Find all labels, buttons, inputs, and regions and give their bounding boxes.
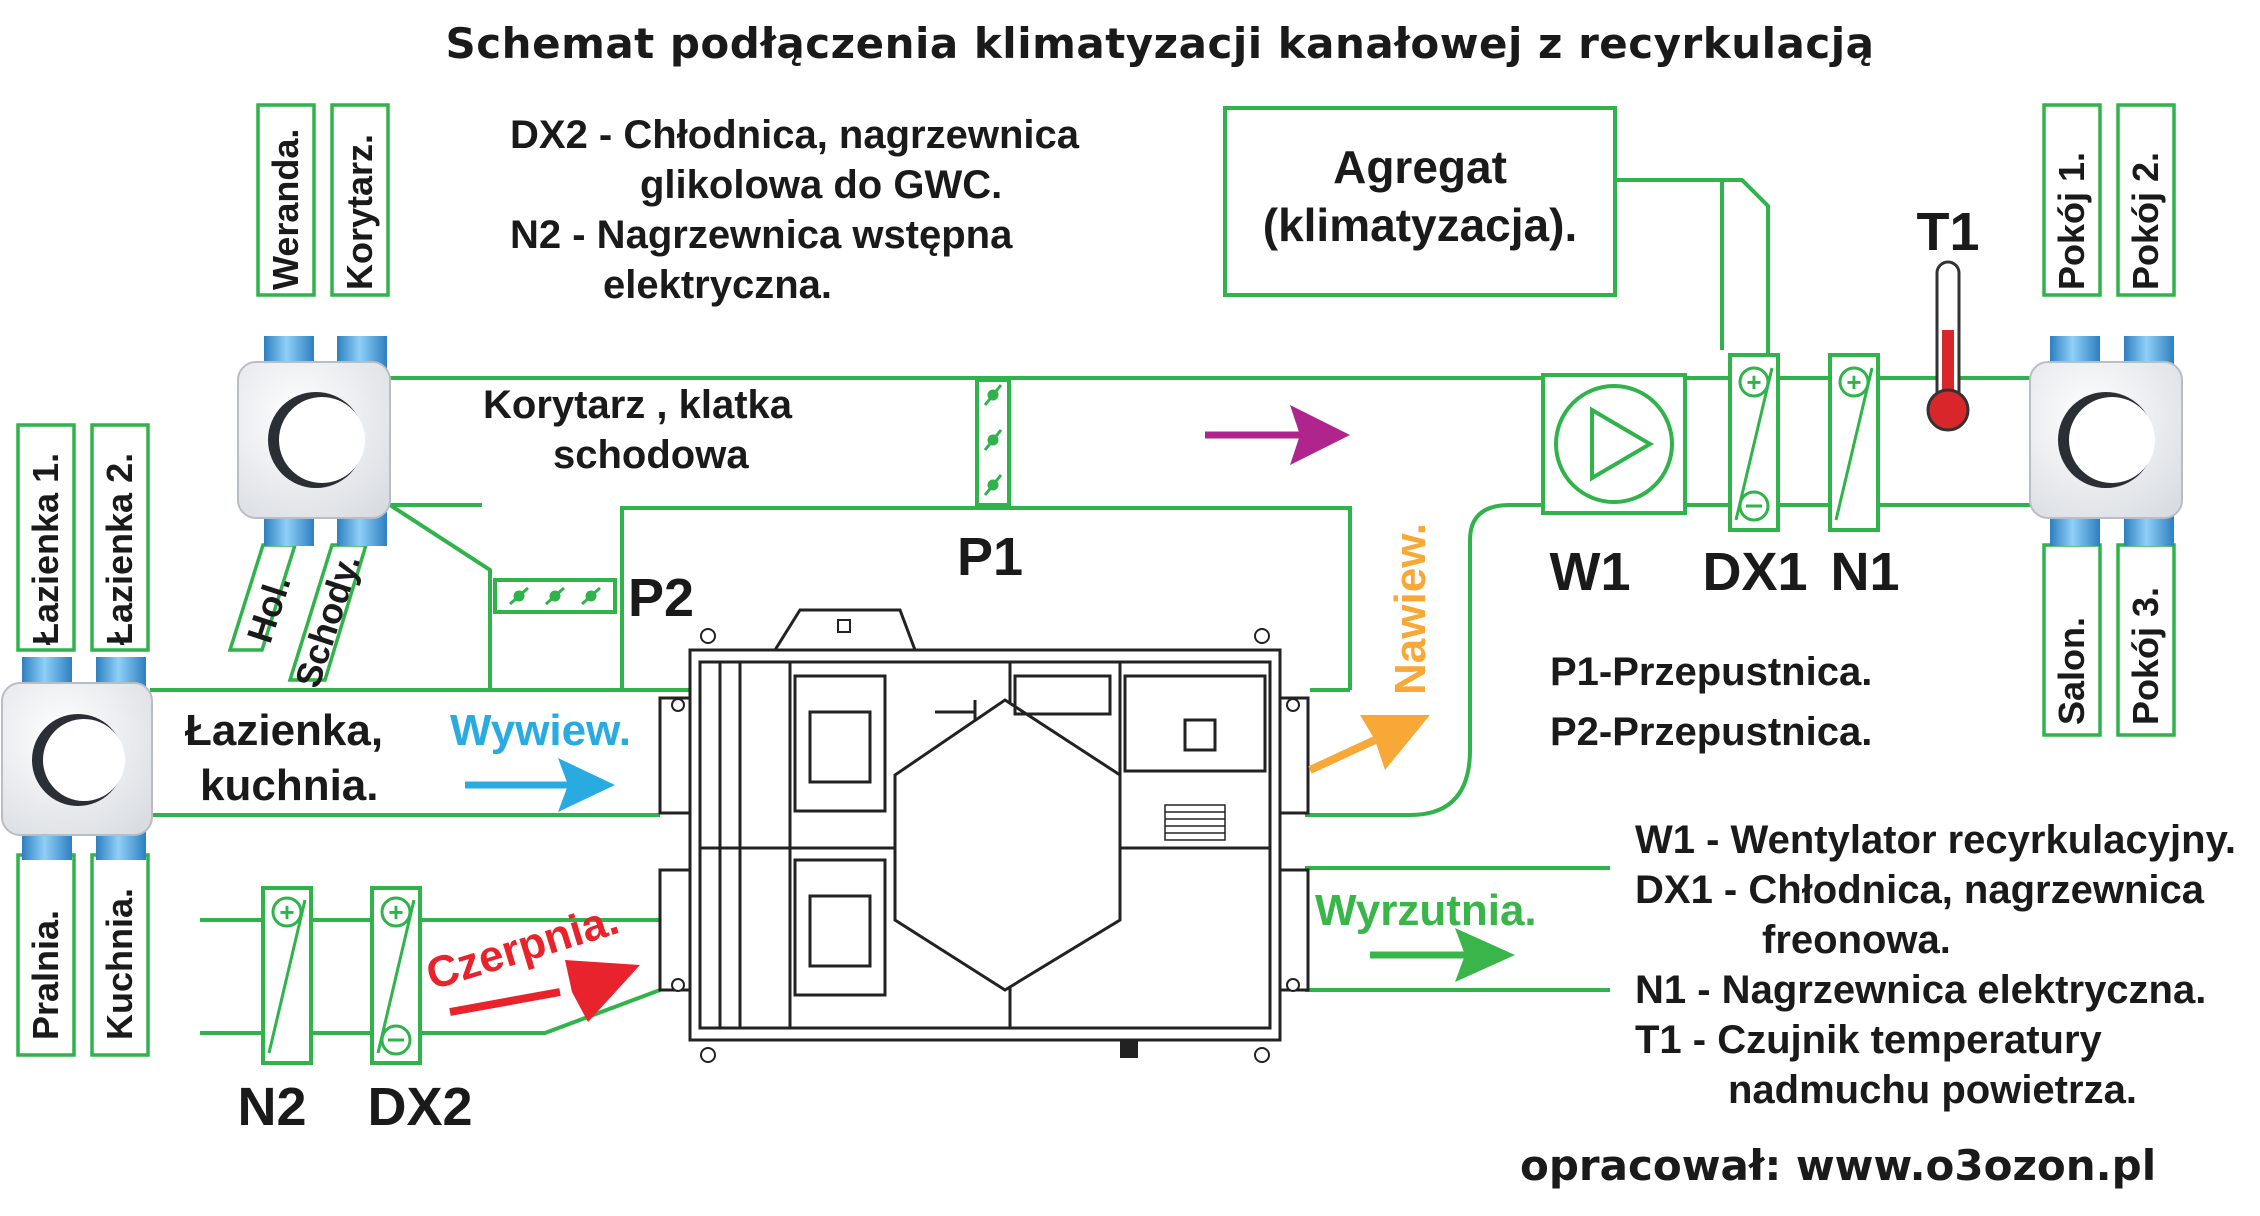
room-weranda: Weranda. (265, 129, 306, 290)
nawiew-arrow (1360, 715, 1430, 770)
label-n2: N2 (237, 1077, 306, 1137)
diagram-title: Schemat podłączenia klimatyzacji kanałow… (446, 19, 1875, 68)
agregat-box (1223, 106, 1617, 297)
agregat: Agregat (klimatyzacja). (1223, 106, 1724, 350)
duct-lazienka1 (16, 423, 76, 652)
flow-arrows (449, 405, 1515, 1022)
label-p2: P2 (628, 568, 694, 628)
agregat-line2: (klimatyzacja). (1263, 199, 1577, 251)
recuperator-icon (658, 608, 1310, 1063)
label-dx2: DX2 (367, 1077, 472, 1137)
legend-n2-line1: N2 - Nagrzewnica wstępna (510, 213, 1013, 257)
label-nawiew: Nawiew. (1386, 523, 1435, 695)
label-wyrzutnia: Wyrzutnia. (1315, 886, 1537, 935)
heater-n1: + N1 (1828, 353, 1900, 602)
label-dx1: DX1 (1702, 542, 1807, 602)
fan-triangle (1590, 406, 1654, 482)
duct-pokoj1 (2042, 103, 2102, 297)
duct-inner-loop-top (620, 506, 1352, 690)
label-p1: P1 (957, 527, 1023, 587)
svg-text:+: + (1846, 367, 1861, 397)
refrigerant-pipe-1 (1615, 178, 1724, 350)
room-ducts-right (2042, 103, 2176, 737)
label-w1: W1 (1550, 542, 1631, 602)
czerpnia-arrow (565, 960, 640, 1022)
room-pokoj2: Pokój 2. (2125, 152, 2166, 290)
wyrzutnia-arrow (1455, 928, 1515, 982)
legend-mid: P1-Przepustnica. P2-Przepustnica. (1550, 650, 1872, 754)
fan-icon (1554, 384, 1674, 504)
heat-exchanger (893, 698, 1122, 992)
label-korytarz-klatka-1: Korytarz , klatka (483, 383, 793, 427)
duct-korytarz (330, 103, 390, 297)
plenum-right (2029, 336, 2183, 546)
credit: opracował: www.o3ozon.pl (1520, 1141, 2156, 1190)
room-kuchnia: Kuchnia. (99, 888, 140, 1040)
damper-p2: P2 (493, 568, 694, 628)
svg-text:+: + (1746, 367, 1761, 397)
legend-t1-line2: nadmuchu powietrza. (1728, 1068, 2137, 1112)
room-lazienka1: Łazienka 1. (25, 453, 66, 645)
wywiew-arrow (558, 758, 615, 812)
room-salon: Salon. (2051, 617, 2092, 725)
heater-n2: + N2 (237, 886, 313, 1137)
legend-dx1-line1: DX1 - Chłodnica, nagrzewnica (1635, 868, 2205, 912)
legend-dx2-line2: glikolowa do GWC. (640, 163, 1002, 207)
svg-text:+: + (279, 897, 294, 927)
room-schody: Schody. (287, 549, 368, 692)
legend-top: DX2 - Chłodnica, nagrzewnica glikolowa d… (510, 113, 1080, 307)
cooler-dx2: + DX2 (367, 886, 473, 1137)
legend-dx2-line1: DX2 - Chłodnica, nagrzewnica (510, 113, 1080, 157)
plenum-top-left (237, 336, 391, 546)
svg-text:+: + (388, 897, 403, 927)
duct-czerpnia-bottom (200, 988, 661, 1035)
agregat-line1: Agregat (1333, 141, 1507, 193)
supply-flow-arrow (1290, 405, 1350, 465)
fan-w1: W1 (1541, 373, 1687, 602)
duct-inner-loop-left (620, 665, 690, 692)
room-korytarz: Korytarz. (339, 134, 380, 290)
duct-weranda (256, 103, 316, 297)
label-lazienka-kuchnia-2: kuchnia. (200, 761, 379, 810)
damper-p1: P1 (957, 378, 1023, 587)
label-korytarz-klatka-2: schodowa (553, 433, 749, 477)
label-n1: N1 (1830, 542, 1899, 602)
legend-dx1-line2: freonowa. (1762, 918, 1951, 962)
duct-nawiew (1305, 503, 2044, 817)
legend-p1: P1-Przepustnica. (1550, 650, 1872, 694)
box-outlet-inner (2069, 397, 2155, 483)
legend-w1: W1 - Wentylator recyrkulacyjny. (1635, 818, 2236, 862)
control-box (772, 608, 918, 652)
plenum-bottom-left (1, 657, 153, 860)
room-pokoj1: Pokój 1. (2051, 152, 2092, 290)
thermometer-bulb (1926, 388, 1970, 432)
legend-bottom: W1 - Wentylator recyrkulacyjny. DX1 - Ch… (1635, 818, 2236, 1112)
heater-icon (261, 886, 313, 1065)
legend-t1-line1: T1 - Czujnik temperatury (1635, 1018, 2103, 1062)
legend-n1: N1 - Nagrzewnica elektryczna. (1635, 968, 2206, 1012)
refrigerant-pipe-outer (1615, 178, 1770, 355)
duct-to-p2 (388, 503, 492, 680)
duct-pokoj2 (2116, 103, 2176, 297)
cooler-dx1: + DX1 (1702, 353, 1808, 602)
legend-n2-line2: elektryczna. (603, 263, 832, 307)
legend-p2: P2-Przepustnica. (1550, 710, 1872, 754)
label-t1: T1 (1916, 202, 1979, 262)
room-lazienka2: Łazienka 2. (99, 453, 140, 645)
room-hol: Hol. (239, 570, 299, 647)
label-wywiew: Wywiew. (450, 706, 631, 755)
box-outlet-inner (279, 397, 365, 483)
room-pralnia: Pralnia. (25, 910, 66, 1040)
label-lazienka-kuchnia-1: Łazienka, (185, 706, 383, 755)
thermometer-t1: T1 (1916, 202, 1980, 432)
box-outlet-inner (43, 719, 125, 801)
duct-lazienka2 (90, 423, 150, 652)
thermometer-mercury (1942, 330, 1954, 400)
room-pokoj3: Pokój 3. (2125, 587, 2166, 725)
